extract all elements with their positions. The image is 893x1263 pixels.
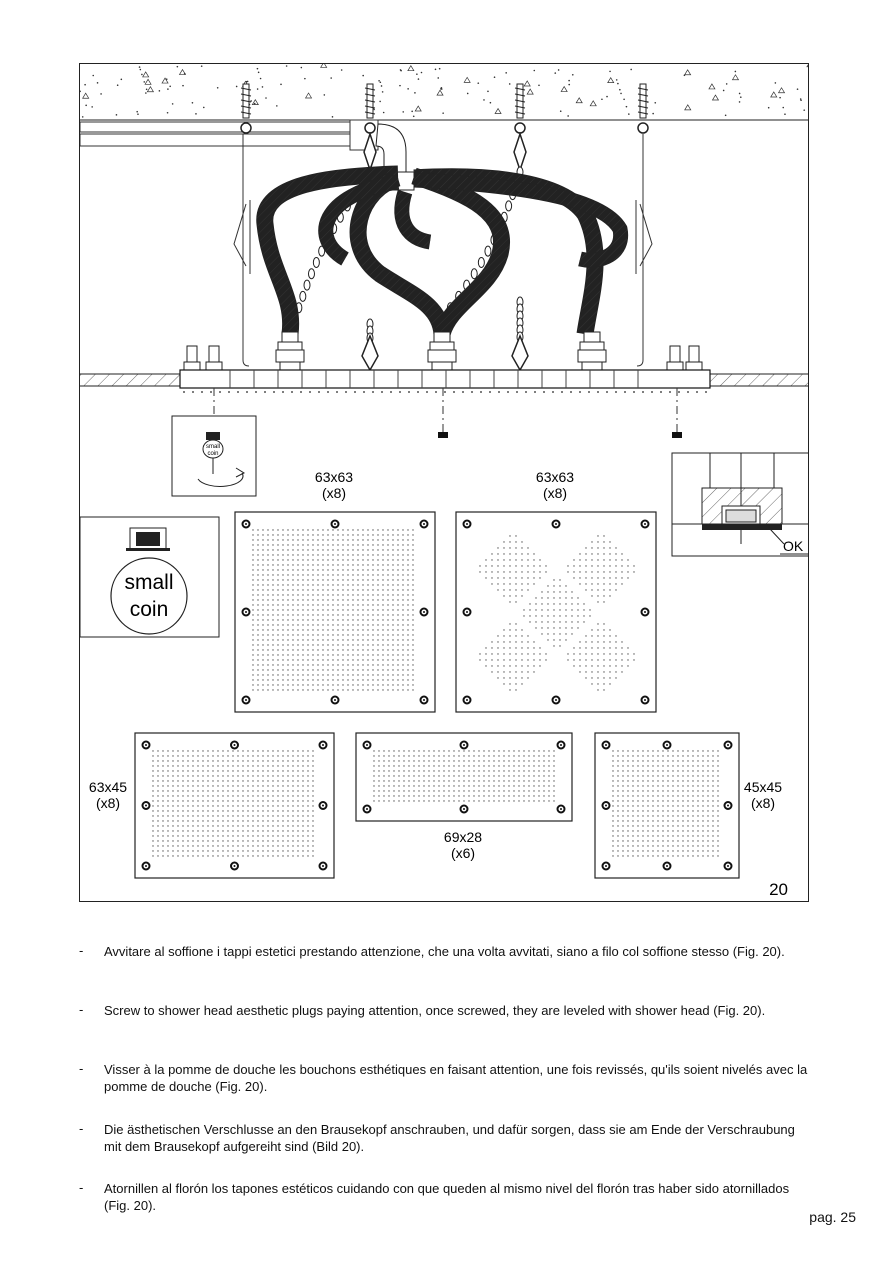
instruction-spanish: Atornillen al florón los tapones estétic… xyxy=(104,1181,790,1213)
figure-number: 20 xyxy=(769,880,788,899)
panel-3 xyxy=(134,732,335,879)
small-coin-label-line1: small xyxy=(124,571,173,594)
instruction-italian: Avvitare al soffione i tappi estetici pr… xyxy=(104,944,785,959)
side-cables xyxy=(233,134,653,367)
leader-lines xyxy=(213,388,678,432)
bullet-en: - xyxy=(79,1002,84,1017)
panel-5 xyxy=(594,732,740,879)
instruction-german: Die ästhetischen Verschlusse an den Brau… xyxy=(104,1122,795,1154)
panel-4-qty: (x6) xyxy=(451,845,475,861)
small-coin-label-line2: coin xyxy=(130,598,169,621)
panel-2-qty: (x8) xyxy=(543,485,567,501)
panel-5-qty: (x8) xyxy=(751,795,775,811)
flexible-hoses xyxy=(256,165,629,337)
mini-coin-label-2: coin xyxy=(207,451,218,457)
panel-5-size: 45x45 xyxy=(744,779,782,795)
small-coin-inset: small coin xyxy=(79,516,220,638)
bullet-it: - xyxy=(79,943,84,958)
panel-variants xyxy=(134,511,740,879)
panel-3-qty: (x8) xyxy=(96,795,120,811)
plug-icon-center xyxy=(438,432,448,438)
mini-coin-label-1: small xyxy=(206,444,220,450)
panel-2-size: 63x63 xyxy=(536,469,574,485)
page-number: pag. 25 xyxy=(809,1209,856,1225)
panel-1-size: 63x63 xyxy=(315,469,353,485)
panel-labels: 63x63 (x8) 63x63 (x8) 63x45 (x8) 69x28 (… xyxy=(89,469,782,861)
installation-figure: small coin OK sma xyxy=(79,61,814,899)
small-coin-mini-inset: small coin xyxy=(171,415,257,497)
panel-2 xyxy=(455,511,657,713)
plug-icon-right xyxy=(672,432,682,438)
figure-20-frame: small coin OK sma xyxy=(79,61,814,902)
ok-label: OK xyxy=(783,538,804,554)
shower-head-plate xyxy=(80,369,808,393)
bullet-de: - xyxy=(79,1121,84,1136)
ceiling-slab xyxy=(79,61,814,121)
instruction-french: Visser à la pomme de douche les bouchons… xyxy=(104,1062,808,1094)
ok-detail-inset: OK xyxy=(671,452,810,557)
panel-1 xyxy=(234,511,436,713)
instruction-english: Screw to shower head aesthetic plugs pay… xyxy=(104,1003,766,1018)
bullet-fr: - xyxy=(79,1061,84,1076)
bullet-es: - xyxy=(79,1180,84,1195)
panel-4-size: 69x28 xyxy=(444,829,482,845)
panel-3-size: 63x45 xyxy=(89,779,127,795)
panel-1-qty: (x8) xyxy=(322,485,346,501)
hose-fittings xyxy=(183,331,703,371)
